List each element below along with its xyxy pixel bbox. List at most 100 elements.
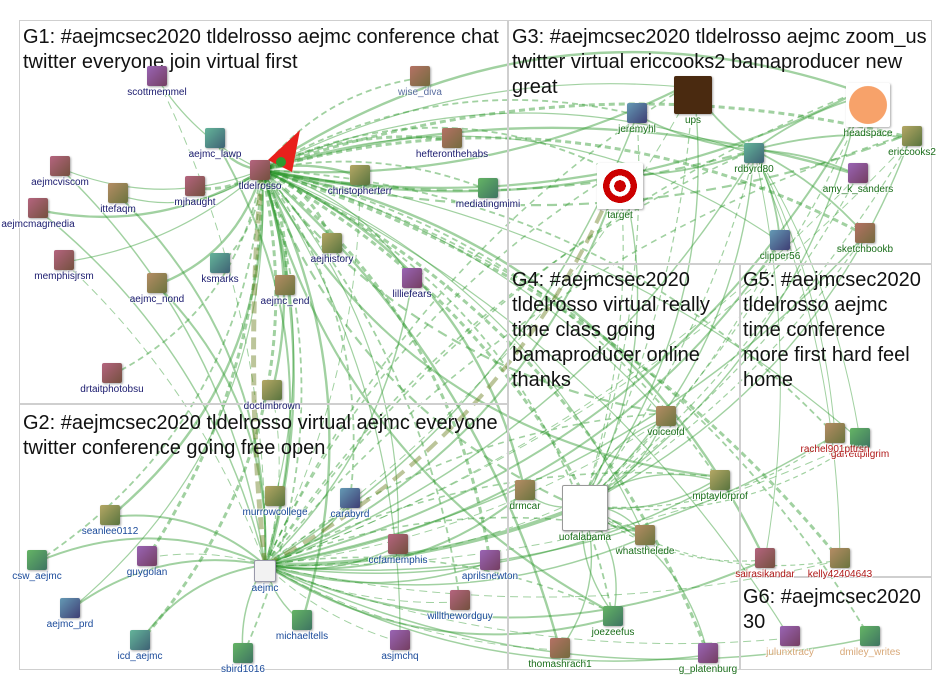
node-csw_aejmc[interactable]: csw_aejmc bbox=[0, 550, 82, 582]
node-voiceofd[interactable]: voiceofd bbox=[621, 406, 711, 438]
edge-157 bbox=[753, 149, 861, 441]
edge-23 bbox=[260, 169, 288, 288]
edge-115 bbox=[261, 89, 863, 193]
node-aejhistory[interactable]: aejhistory bbox=[287, 233, 377, 265]
node-label: ups bbox=[684, 115, 702, 126]
node-label: voiceofd bbox=[647, 427, 685, 438]
node-icd_aejmc[interactable]: icd_aejmc bbox=[95, 630, 185, 662]
node-label: csw_aejmc bbox=[12, 571, 62, 582]
node-rachel901pttrsn[interactable]: rachel901pttrsn bbox=[790, 423, 880, 455]
node-murrowcollege[interactable]: murrowcollege bbox=[230, 486, 320, 518]
node-label: seanlee0112 bbox=[81, 526, 139, 537]
node-drtaitphotobsu[interactable]: drtaitphotobsu bbox=[67, 363, 157, 395]
avatar bbox=[350, 165, 370, 185]
node-whatsthelede[interactable]: whatsthelede bbox=[600, 525, 690, 557]
node-joezeefus[interactable]: joezeefus bbox=[568, 606, 658, 638]
node-lilliefears[interactable]: lilliefears bbox=[367, 268, 457, 300]
node-label: rachel901pttrsn bbox=[800, 444, 870, 455]
node-label: aejmc_lawp bbox=[188, 149, 242, 160]
edge-72 bbox=[264, 234, 866, 566]
node-sbird1016[interactable]: sbird1016 bbox=[198, 643, 288, 675]
edge-63 bbox=[261, 102, 913, 172]
node-doctimbrown[interactable]: doctimbrown bbox=[227, 380, 317, 412]
node-label: aejmc_nond bbox=[129, 294, 185, 305]
node-carabyrd[interactable]: carabyrd bbox=[305, 488, 395, 520]
node-drmcar[interactable]: drmcar bbox=[480, 480, 570, 512]
edge-31 bbox=[261, 169, 355, 501]
node-michaeltells[interactable]: michaeltells bbox=[257, 610, 347, 642]
node-label: joezeefus bbox=[591, 627, 635, 638]
node-kelly42404643[interactable]: kelly42404643 bbox=[795, 548, 885, 580]
edge-75 bbox=[261, 169, 667, 419]
edge-82 bbox=[264, 496, 586, 566]
node-aejmc_prd[interactable]: aejmc_prd bbox=[25, 598, 115, 630]
node-uofalabama[interactable]: uofalabama bbox=[540, 485, 630, 543]
node-garrettpilgrim[interactable]: garrettpilgrim bbox=[815, 428, 905, 460]
node-label: jeremyhl bbox=[618, 124, 656, 135]
avatar bbox=[147, 273, 167, 293]
avatar bbox=[603, 606, 623, 626]
edge-54 bbox=[264, 564, 401, 643]
edge-76 bbox=[264, 417, 667, 566]
edge-116 bbox=[264, 89, 863, 566]
node-label: hefteronthehabs bbox=[415, 149, 489, 160]
avatar bbox=[850, 428, 870, 448]
node-mediatingmimi[interactable]: mediatingmimi bbox=[443, 178, 533, 210]
node-ups[interactable]: ups bbox=[648, 76, 738, 126]
node-tldelrosso[interactable]: tldelrosso bbox=[215, 160, 305, 192]
node-label: aejhistory bbox=[310, 254, 354, 265]
node-sairasikandar[interactable]: sairasikandar bbox=[720, 548, 810, 580]
node-seanlee0112[interactable]: seanlee0112 bbox=[65, 505, 155, 537]
edge-18 bbox=[63, 169, 263, 263]
node-hefteronthehabs[interactable]: hefteronthehabs bbox=[407, 128, 497, 160]
edge-70 bbox=[264, 174, 859, 566]
node-thomashrach1[interactable]: thomashrach1 bbox=[515, 638, 605, 670]
node-label: kelly42404643 bbox=[807, 569, 873, 580]
node-label: aejmc bbox=[251, 583, 279, 594]
avatar bbox=[562, 485, 608, 531]
node-clipper56[interactable]: clipper56 bbox=[735, 230, 825, 262]
edge-163 bbox=[753, 149, 841, 561]
node-aejmcmagmedia[interactable]: aejmcmagmedia bbox=[0, 198, 83, 230]
node-mjhaught[interactable]: mjhaught bbox=[150, 176, 240, 208]
node-aejmcviscom[interactable]: aejmcviscom bbox=[15, 156, 105, 188]
node-ericcooks2[interactable]: ericcooks2 bbox=[867, 126, 950, 158]
node-christopherterr[interactable]: christopherterr bbox=[315, 165, 405, 197]
node-headspace[interactable]: headspace bbox=[823, 83, 913, 139]
avatar bbox=[27, 550, 47, 570]
edge-111 bbox=[582, 81, 699, 506]
node-scottmemmel[interactable]: scottmemmel bbox=[112, 66, 202, 98]
avatar bbox=[390, 630, 410, 650]
avatar bbox=[130, 630, 150, 650]
node-aprilsnewton[interactable]: aprilsnewton bbox=[445, 550, 535, 582]
node-jeremyhl[interactable]: jeremyhl bbox=[592, 103, 682, 135]
node-willthewordguy[interactable]: willthewordguy bbox=[415, 590, 505, 622]
node-aejmc_end[interactable]: aejmc_end bbox=[240, 275, 330, 307]
node-asjmchq[interactable]: asjmchq bbox=[355, 630, 445, 662]
node-guygolan[interactable]: guygolan bbox=[102, 546, 192, 578]
node-julunxtracy[interactable]: julunxtracy bbox=[745, 626, 835, 658]
edge-80 bbox=[264, 491, 526, 570]
node-g_platenburg[interactable]: g_platenburg bbox=[663, 643, 753, 675]
node-memphisjrsm[interactable]: memphisjrsm bbox=[19, 250, 109, 282]
node-sketchbookb[interactable]: sketchbookb bbox=[820, 223, 910, 255]
node-label: uofalabama bbox=[558, 532, 612, 543]
node-label: aejmc_end bbox=[260, 296, 310, 307]
node-aejmc[interactable]: aejmc bbox=[220, 560, 310, 594]
node-mptaylorprof[interactable]: mptaylorprof bbox=[675, 470, 765, 502]
node-wise_diva[interactable]: wise_diva bbox=[375, 66, 465, 98]
avatar bbox=[185, 176, 205, 196]
node-aejmc_nond[interactable]: aejmc_nond bbox=[112, 273, 202, 305]
node-ccfamemphis[interactable]: ccfamemphis bbox=[353, 534, 443, 566]
node-rdbyrd80[interactable]: rdbyrd80 bbox=[709, 143, 799, 175]
edge-68 bbox=[264, 174, 621, 566]
edge-33 bbox=[109, 169, 264, 518]
edge-162 bbox=[582, 504, 841, 567]
node-ksmarks[interactable]: ksmarks bbox=[175, 253, 265, 285]
node-aejmc_lawp[interactable]: aejmc_lawp bbox=[170, 128, 260, 160]
node-dmiley_writes[interactable]: dmiley_writes bbox=[825, 626, 915, 658]
node-ittefaqm[interactable]: ittefaqm bbox=[73, 183, 163, 215]
node-target[interactable]: target bbox=[575, 163, 665, 221]
edge-6 bbox=[59, 167, 263, 190]
node-amy_k_sanders[interactable]: amy_k_sanders bbox=[813, 163, 903, 195]
